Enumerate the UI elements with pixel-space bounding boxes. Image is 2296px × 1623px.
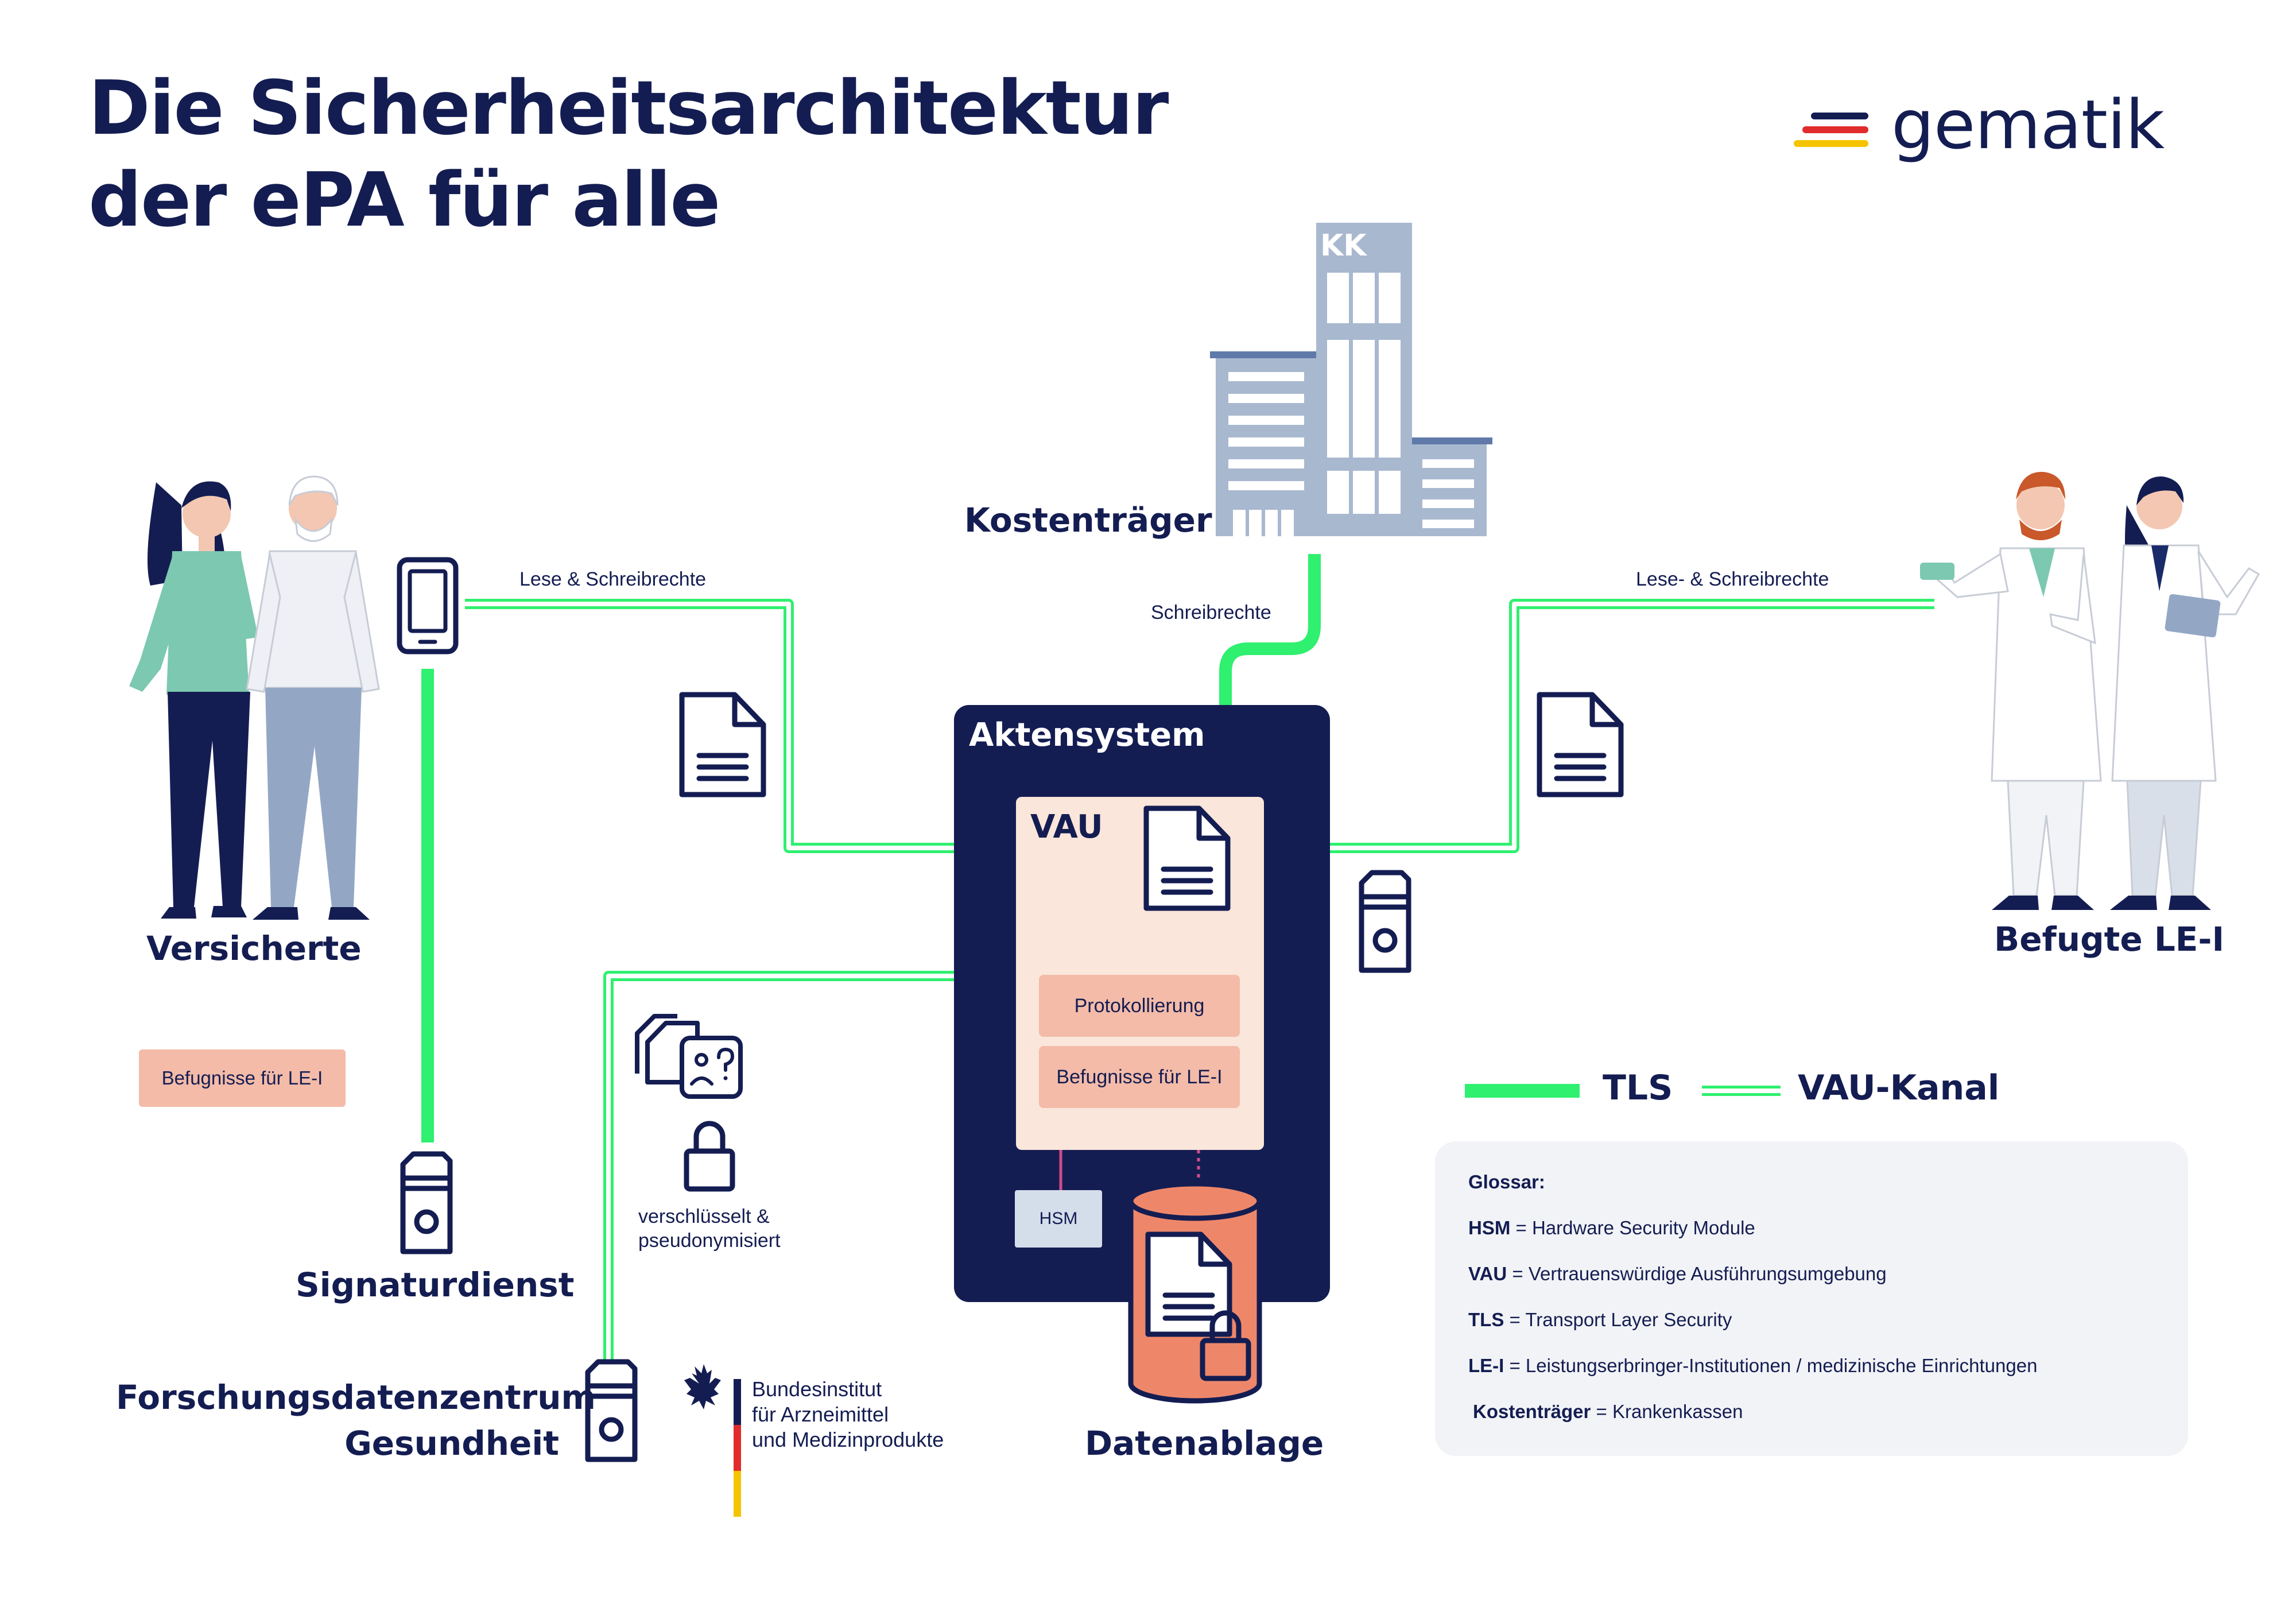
glossary-definition: = Leistungserbringer-Institutionen / med… — [1504, 1355, 2038, 1376]
aktensystem-title: Aktensystem — [969, 716, 1205, 754]
glossary-term: Kostenträger — [1473, 1401, 1591, 1422]
bfarm-line-2: für Arzneimittel — [752, 1403, 889, 1426]
glossary-entry: HSM = Hardware Security Module — [1468, 1217, 1755, 1239]
gematik-logo: gematik — [1891, 85, 2165, 164]
document-icon-left — [682, 695, 763, 795]
fdz-label-line-1: Forschungsdatenzentrum — [116, 1378, 596, 1417]
datenablage-cylinder-icon — [1128, 1181, 1262, 1404]
vau-channels — [465, 599, 1934, 1361]
glossary-entry: LE-I = Leistungserbringer-Institutionen … — [1468, 1355, 2037, 1377]
kostentraeger-rights-label: Schreibrechte — [1151, 602, 1271, 623]
signaturdienst-label: Signaturdienst — [296, 1265, 575, 1304]
federal-eagle-icon — [684, 1364, 721, 1409]
versicherte-people-illustration — [129, 475, 380, 920]
bfarm-line-3: und Medizinprodukte — [752, 1428, 944, 1451]
fdz-label-line-2: Gesundheit — [344, 1424, 559, 1463]
glossary-entry: Kostenträger = Krankenkassen — [1473, 1401, 1743, 1423]
datenablage-label: Datenablage — [1085, 1424, 1324, 1463]
tls-lines — [421, 554, 1321, 1142]
glossary-definition: = Hardware Security Module — [1510, 1217, 1755, 1238]
vau-title: VAU — [1030, 808, 1103, 846]
hsm-box — [1015, 1190, 1102, 1248]
glossary-entry: VAU = Vertrauenswürdige Ausführungsumgeb… — [1468, 1263, 1887, 1285]
protokollierung-box — [1039, 975, 1240, 1037]
befugnisse-label: Befugnisse für LE-I — [1056, 1066, 1223, 1088]
legend-tls-label: TLS — [1603, 1068, 1673, 1108]
glossary-entry: TLS = Transport Layer Security — [1468, 1309, 1732, 1331]
versicherte-rights-label: Lese & Schreibrechte — [519, 568, 707, 590]
glossary-term: HSM — [1468, 1217, 1511, 1238]
glossary-definition: = Krankenkassen — [1591, 1401, 1743, 1422]
befugnisse-box — [1039, 1046, 1240, 1108]
glossary-term: LE-I — [1468, 1355, 1504, 1376]
befugte-doctors-illustration — [1920, 471, 2260, 910]
kostentraeger-building-icon — [1210, 223, 1492, 536]
hsm-label: HSM — [1039, 1209, 1078, 1228]
glossary-term: TLS — [1468, 1309, 1504, 1330]
versicherte-label: Versicherte — [146, 929, 362, 968]
server-icon-right — [1362, 873, 1409, 970]
protokollierung-label: Protokollierung — [1074, 994, 1205, 1017]
page-title-line-1: Die Sicherheitsarchitektur — [88, 64, 1169, 152]
glossary-panel: Glossar: HSM = Hardware Security Module … — [1435, 1141, 2188, 1456]
glossary-term: VAU — [1468, 1263, 1507, 1284]
tls-line-kostentraeger — [1219, 554, 1321, 798]
versicherte-befugnisse-box: Befugnisse für LE-I — [139, 1049, 346, 1107]
encryption-pseudonymisation-icon — [635, 1014, 743, 1192]
encrypted-note-line-2: pseudonymisiert — [638, 1230, 781, 1252]
building-sign: KK — [1320, 228, 1367, 263]
bfarm-line-1: Bundesinstitut — [752, 1377, 882, 1401]
kostentraeger-label: Kostenträger — [964, 501, 1212, 540]
german-flag-stripes-icon — [1794, 113, 1868, 147]
glossary-definition: = Transport Layer Security — [1504, 1309, 1732, 1330]
befugte-label: Befugte LE-I — [1994, 920, 2225, 959]
glossary-definition: = Vertrauenswürdige Ausführungsumgebung — [1507, 1263, 1887, 1284]
encrypted-note-line-1: verschlüsselt & — [638, 1206, 770, 1227]
page-title-line-2: der ePA für alle — [88, 156, 720, 243]
document-icon-right — [1539, 695, 1621, 795]
befugte-rights-label: Lese- & Schreibrechte — [1636, 568, 1829, 590]
legend-vau-label: VAU-Kanal — [1798, 1068, 2000, 1108]
server-icon-signaturdienst — [403, 1154, 450, 1252]
smartphone-icon — [397, 557, 459, 654]
glossary-title: Glossar: — [1468, 1171, 1545, 1192]
document-icon-vau — [1146, 808, 1228, 908]
